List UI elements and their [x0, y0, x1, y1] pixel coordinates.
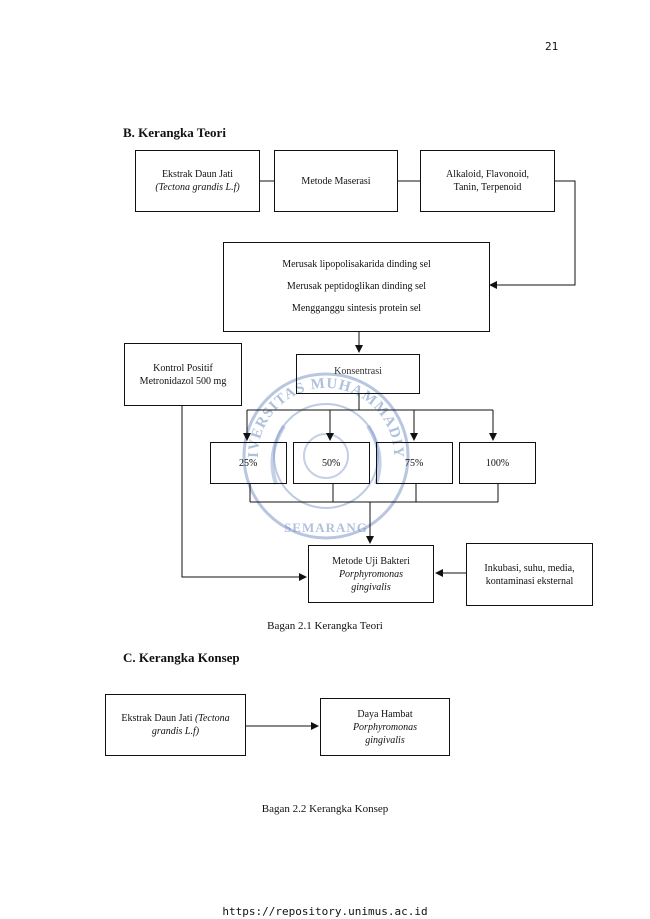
box-mechanism-line2: Merusak peptidoglikan dinding sel [286, 281, 427, 292]
caption-bagan-2-2: Bagan 2.2 Kerangka Konsep [261, 803, 389, 815]
caption-bagan-2-1: Bagan 2.1 Kerangka Teori [267, 620, 383, 632]
concentration-100-label: 100% [485, 457, 510, 469]
box-compounds: Alkaloid, Flavonoid, Tanin, Terpenoid [420, 150, 555, 212]
concentration-50-label: 50% [322, 457, 341, 469]
box-compounds-line1: Alkaloid, Flavonoid, [445, 169, 530, 180]
footer-repository-url: https://repository.unimus.ac.id [222, 905, 428, 918]
box-incubation-line1: Inkubasi, suhu, media, [484, 562, 575, 574]
box-concept-result-line3: gingivalis [365, 734, 405, 746]
box-test-method-line3: gingivalis [351, 581, 391, 593]
box-test-method: Metode Uji Bakteri Porphyromonas gingiva… [308, 545, 434, 603]
box-mechanism-line1: Merusak lipopolisakarida dinding sel [282, 259, 431, 270]
concentration-75-label: 75% [405, 457, 424, 469]
box-mechanism: Merusak lipopolisakarida dinding sel Mer… [223, 242, 490, 332]
box-concept-extract-line2: grandis L.f) [151, 726, 200, 737]
box-concentration-50: 50% [293, 442, 370, 484]
box-incubation-line2: kontaminasi eksternal [485, 575, 574, 587]
page-number: 21 [545, 40, 559, 53]
box-positive-control-line1: Kontrol Positif [153, 362, 213, 374]
watermark-bottom-text: SEMARANG [284, 520, 368, 535]
box-test-method-line2: Porphyromonas [338, 568, 404, 580]
box-concept-result-line2: Porphyromonas [352, 721, 418, 733]
box-concentration: Konsentrasi [296, 354, 420, 394]
box-concept-extract-line1-plain: Ekstrak Daun Jati [121, 713, 193, 724]
box-extract-line1: Ekstrak Daun Jati [161, 169, 234, 180]
box-concept-result: Daya Hambat Porphyromonas gingivalis [320, 698, 450, 756]
box-mechanism-line3: Mengganggu sintesis protein sel [291, 303, 422, 314]
box-concentration-100: 100% [459, 442, 536, 484]
section-b-heading: B. Kerangka Teori [123, 125, 226, 140]
box-concentration-75: 75% [376, 442, 453, 484]
section-c-heading: C. Kerangka Konsep [123, 650, 240, 665]
box-positive-control: Kontrol Positif Metronidazol 500 mg [124, 343, 242, 406]
box-extract-teak-leaf: Ekstrak Daun Jati (Tectona grandis L.f) [135, 150, 260, 212]
box-concept-result-line1: Daya Hambat [357, 708, 413, 720]
concentration-25-label: 25% [239, 457, 258, 469]
box-concept-extract-line1: Ekstrak Daun Jati (Tectona [121, 712, 229, 725]
box-concept-extract: Ekstrak Daun Jati (Tectona grandis L.f) [105, 694, 246, 756]
box-extract-line2: (Tectona grandis L.f) [155, 182, 240, 193]
box-incubation: Inkubasi, suhu, media, kontaminasi ekste… [466, 543, 593, 606]
box-positive-control-line2: Metronidazol 500 mg [139, 375, 227, 387]
box-maceration-method: Metode Maserasi [274, 150, 398, 212]
box-concentration-label: Konsentrasi [334, 366, 382, 377]
box-test-method-line1: Metode Uji Bakteri [332, 555, 410, 567]
box-concept-extract-line1-italic: (Tectona [194, 713, 230, 724]
box-compounds-line2: Tanin, Terpenoid [453, 182, 522, 193]
box-concentration-25: 25% [210, 442, 287, 484]
box-method-label: Metode Maserasi [301, 175, 371, 187]
